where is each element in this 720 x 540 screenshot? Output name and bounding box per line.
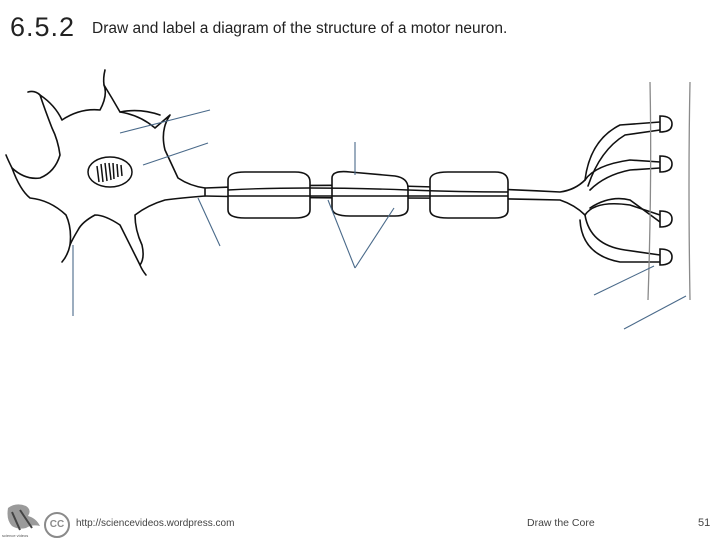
cc-badge: CC (44, 512, 70, 538)
slide-title: Draw and label a diagram of the structur… (92, 20, 508, 37)
logo-caption: science videos (2, 533, 29, 538)
label-lines (72, 109, 687, 330)
cell-body (5, 69, 206, 276)
page-number: 51 (698, 517, 711, 529)
muscle-fibre (647, 81, 691, 301)
footer-center-text: Draw the Core (527, 517, 595, 529)
myelin-sheath (227, 170, 509, 219)
synaptic-knobs (659, 115, 673, 266)
axon-terminals (579, 121, 661, 263)
slide-number: 6.5.2 (10, 12, 76, 42)
logo-icon (7, 504, 40, 531)
nucleus (87, 156, 133, 188)
footer-url[interactable]: http://sciencevideos.wordpress.com (76, 518, 235, 529)
